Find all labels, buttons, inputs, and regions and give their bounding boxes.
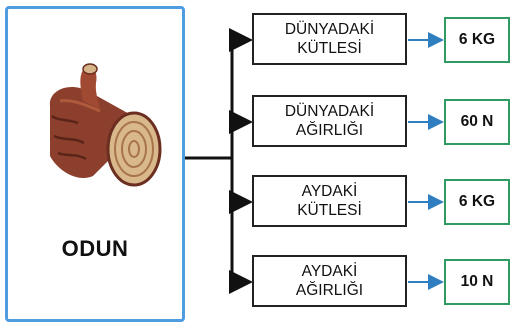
property-box-earth-weight: DÜNYADAKİ AĞIRLIĞI [252,95,407,147]
value-label: 60 N [460,113,494,130]
property-label: AYDAKİ AĞIRLIĞI [295,263,364,299]
property-label: AYDAKİ KÜTLESİ [297,183,362,219]
wood-log-icon [49,63,162,187]
value-label: 10 N [460,273,494,290]
property-label: DÜNYADAKİ KÜTLESİ [284,21,375,57]
value-box-moon-mass: 6 KG [444,179,510,225]
value-label: 6 KG [458,31,496,48]
value-box-earth-mass: 6 KG [444,17,510,63]
property-box-earth-mass: DÜNYADAKİ KÜTLESİ [252,13,407,65]
property-box-moon-mass: AYDAKİ KÜTLESİ [252,175,407,227]
main-label: ODUN [61,236,129,261]
value-box-moon-weight: 10 N [444,259,510,305]
value-box-earth-weight: 60 N [444,99,510,145]
value-label: 6 KG [458,193,496,210]
property-label: DÜNYADAKİ AĞIRLIĞI [284,103,375,139]
wood-panel: ODUN [5,6,185,322]
property-box-moon-weight: AYDAKİ AĞIRLIĞI [252,255,407,307]
